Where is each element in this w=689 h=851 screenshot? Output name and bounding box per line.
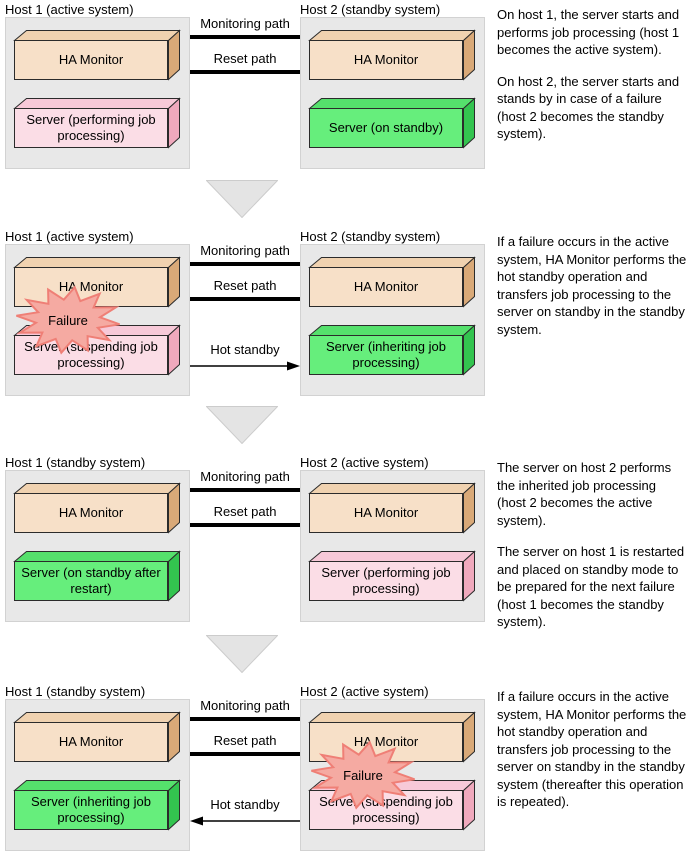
stage-4-hot-standby-arrow-label: Hot standby [210,797,280,812]
stage-2-host1-ha-monitor: HA Monitor [13,256,181,308]
stage-4-host1-server-label: Server (inheriting job processing) [14,790,168,830]
stage-1-host1-title: Host 1 (active system) [5,2,134,17]
stage-1-description-paragraph: On host 1, the server starts and perform… [497,7,680,57]
stage-4-host2-server: Server (suspending job processing) [308,779,476,831]
stage-3-host2-ha-monitor-label: HA Monitor [309,493,463,533]
stage-2-hot-standby-arrow-label: Hot standby [210,342,280,357]
stage-2-reset-path-label: Reset path [213,278,277,293]
stage-1-host2-server-label: Server (on standby) [309,108,463,148]
stage-3-host1-ha-monitor-label: HA Monitor [14,493,168,533]
stage-flow-arrow [205,406,279,445]
stage-3-monitoring-path-line [190,488,300,492]
stage-3-host1-server: Server (on standby after restart) [13,550,181,602]
stage-3-reset-path-line [190,523,300,527]
stage-3-host1-server-label: Server (on standby after restart) [14,561,168,601]
stage-1-host2-title: Host 2 (standby system) [300,2,441,17]
stage-1-host2-ha-monitor-label: HA Monitor [309,40,463,80]
stage-2-host2-server: Server (inheriting job processing) [308,324,476,376]
stage-2-hot-standby-arrow: Hot standby [190,342,300,372]
stage-4-host2-server-label: Server (suspending job processing) [309,790,463,830]
stage-4-host2-failure-burst: Failure [309,740,417,810]
stage-4-description-paragraph: If a failure occurs in the active system… [497,689,687,809]
stage-4-host1-ha-monitor: HA Monitor [13,711,181,763]
stage-1-host1-ha-monitor: HA Monitor [13,29,181,81]
stage-4-monitoring-path-label: Monitoring path [200,698,290,713]
stage-3-description: The server on host 2 performs the inheri… [497,459,687,631]
stage-2-host2-ha-monitor-label: HA Monitor [309,267,463,307]
stage-2-host1-failure-burst: Failure [14,285,122,355]
stage-2-description: If a failure occurs in the active system… [497,233,687,338]
stage-4-description: If a failure occurs in the active system… [497,688,687,811]
stage-1-monitoring-path-line [190,35,300,39]
stage-1-host1-server: Server (performing job processing) [13,97,181,149]
stage-4-monitoring-path-line [190,717,300,721]
stage-2-host2-server-label: Server (inheriting job processing) [309,335,463,375]
stage-1-host2-ha-monitor: HA Monitor [308,29,476,81]
stage-flow-arrow [205,635,279,674]
stage-1-description: On host 1, the server starts and perform… [497,6,687,143]
stage-1-description-paragraph: On host 2, the server starts and stands … [497,73,680,142]
stage-2-monitoring-path-line [190,262,300,266]
stage-1-reset-path-line [190,70,300,74]
stage-2-monitoring-path-label: Monitoring path [200,243,290,258]
stage-2-host2-title: Host 2 (standby system) [300,229,441,244]
stage-4-reset-path-line [190,752,300,756]
stage-3-description-paragraph: The server on host 2 performs the inheri… [497,460,672,528]
stage-1-monitoring-path-label: Monitoring path [200,16,290,31]
stage-3-host1-title: Host 1 (standby system) [5,455,146,470]
stage-3-host2-ha-monitor: HA Monitor [308,482,476,534]
stage-2-host2-ha-monitor: HA Monitor [308,256,476,308]
stage-flow-arrow [205,180,279,219]
stage-1-host2-server: Server (on standby) [308,97,476,149]
stage-4-host1-ha-monitor-label: HA Monitor [14,722,168,762]
stage-4-host2-title: Host 2 (active system) [300,684,429,699]
stage-2-description-paragraph: If a failure occurs in the active system… [497,234,687,337]
stage-3-host1-ha-monitor: HA Monitor [13,482,181,534]
stage-4-hot-standby-arrow: Hot standby [190,797,300,827]
stage-4-reset-path-label: Reset path [213,733,277,748]
stage-3-reset-path-label: Reset path [213,504,277,519]
stage-3-host2-server-label: Server (performing job processing) [309,561,463,601]
stage-2-reset-path-line [190,297,300,301]
stage-1-reset-path-label: Reset path [213,51,277,66]
stage-1-host1-ha-monitor-label: HA Monitor [14,40,168,80]
stage-3-description-paragraph: The server on host 1 is restarted and pl… [497,544,685,629]
stage-3-host2-server: Server (performing job processing) [308,550,476,602]
stage-4-host1-title: Host 1 (standby system) [5,684,146,699]
stage-4-host1-server: Server (inheriting job processing) [13,779,181,831]
stage-2-host1-title: Host 1 (active system) [5,229,134,244]
stage-1-host1-server-label: Server (performing job processing) [14,108,168,148]
stage-3-monitoring-path-label: Monitoring path [200,469,290,484]
stage-3-host2-title: Host 2 (active system) [300,455,429,470]
